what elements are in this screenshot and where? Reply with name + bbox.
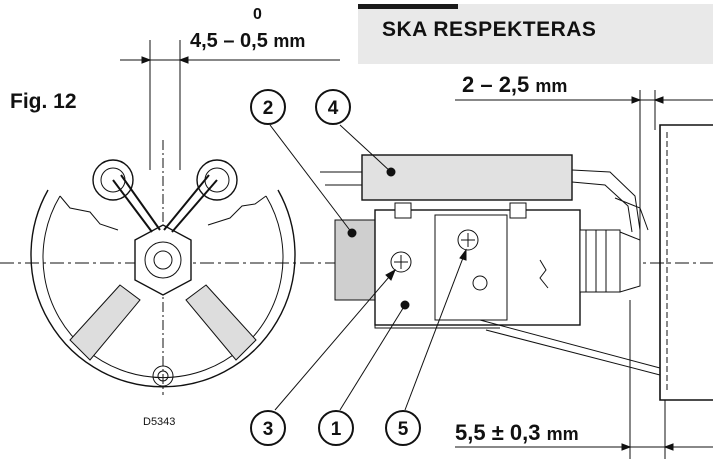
disc-to-nozzle-dimension: 5,5 ± 0,3 mm: [455, 420, 579, 446]
electrode-gap-value: 4,5 – 0,5: [190, 30, 268, 52]
support-tab-left: [394, 202, 412, 219]
callout-4: 4: [315, 89, 351, 125]
callout-3-label: 3: [263, 419, 274, 440]
right-electrode-wire: [163, 174, 218, 233]
header-banner: [358, 4, 713, 64]
callout-3-circle: [250, 410, 286, 446]
leader-1: [339, 304, 406, 411]
support-base: [374, 300, 500, 329]
nozzle-hex: [134, 224, 192, 296]
electrode-cable-left: [320, 171, 362, 186]
disc-break-right: [207, 195, 267, 226]
callout-4-label: 4: [328, 98, 339, 119]
header-accent-bar: [358, 4, 458, 9]
leader-5: [404, 249, 467, 411]
electrode-tip: [614, 197, 649, 231]
drawing-code: D5343: [143, 416, 176, 428]
combustion-head: [659, 124, 713, 401]
callout-5-circle: [385, 410, 421, 446]
screw-5: [457, 229, 479, 251]
leader-3: [274, 269, 396, 411]
callout-1-label: 1: [331, 419, 342, 440]
screw-3: [390, 251, 412, 273]
disc-to-nozzle-unit: mm: [546, 424, 579, 444]
gap-arrow-right: [178, 56, 189, 64]
callout-2-label: 2: [263, 98, 274, 119]
tip-to-disc-dimension: 2 – 2,5 mm: [462, 72, 567, 98]
electrode-rod-right: [571, 169, 641, 233]
callout-1-circle: [318, 410, 354, 446]
callout-2-circle: [250, 89, 286, 125]
leader-5-arrow: [459, 248, 467, 261]
disc-slot-left: [69, 284, 141, 361]
callout-1: 1: [318, 410, 354, 446]
gap-arrow-left: [141, 56, 152, 64]
disc-hole-bottom: [152, 365, 174, 387]
disc-arrow: [653, 96, 664, 104]
callout-2: 2: [250, 89, 286, 125]
clamp-plate-5: [434, 214, 508, 321]
electrode-holder-4: [361, 154, 573, 201]
callout-5: 5: [385, 410, 421, 446]
support-tab-right: [509, 202, 527, 219]
callout-3: 3: [250, 410, 286, 446]
electrode-gap-tolerance-upper: 0: [253, 6, 262, 23]
disc-bottom-arrow: [663, 443, 674, 451]
disc-slot-right: [185, 284, 257, 361]
electrode-gap-unit: mm: [273, 31, 306, 51]
nozzle-arrow: [621, 443, 632, 451]
tip-to-disc-unit: mm: [535, 76, 568, 96]
callout-5-label: 5: [398, 419, 409, 440]
retention-disc-outer: [30, 189, 296, 388]
left-electrode-wire: [112, 174, 161, 233]
disc-to-nozzle-value: 5,5 ± 0,3: [455, 420, 541, 445]
nozzle-ring: [144, 241, 182, 279]
figure-label: Fig. 12: [10, 90, 77, 113]
leader-2: [269, 124, 353, 234]
screw-3-slot: [394, 255, 408, 269]
nozzle-cap: [619, 231, 641, 293]
nozzle-thread: [585, 230, 607, 292]
break-mark: [539, 259, 549, 289]
support-hole: [472, 275, 488, 291]
header-title: SKA RESPEKTERAS: [382, 18, 597, 41]
electrode-gap-dimension: 4,5 – 0,5 mm: [190, 30, 305, 53]
nozzle-orifice: [153, 250, 173, 270]
tip-arrow: [631, 96, 642, 104]
tip-to-disc-value: 2 – 2,5: [462, 72, 530, 97]
disc-hole-bottom-inner: [157, 370, 169, 382]
electrode-lead: [479, 319, 661, 376]
leader-3-arrow: [385, 268, 396, 281]
nozzle-body: [579, 229, 621, 293]
screw-5-slot: [461, 233, 475, 247]
retention-disc-inner: [42, 195, 284, 379]
callout-4-circle: [315, 89, 351, 125]
disc-break-left: [59, 195, 119, 231]
leader-4: [339, 124, 392, 173]
